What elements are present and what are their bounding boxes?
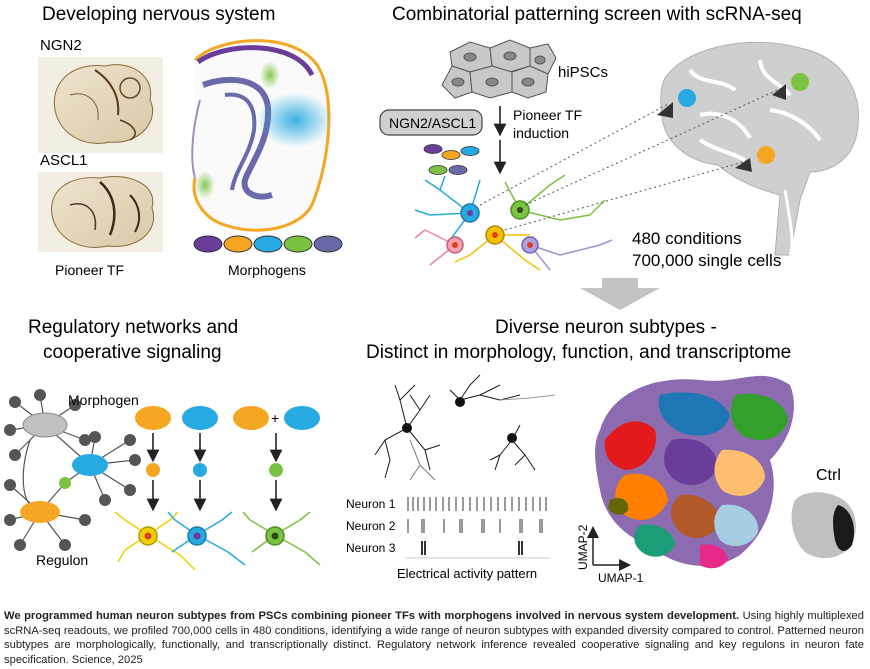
brain-dot-green: [791, 73, 809, 91]
caption-rest: Using highly multiplexed scRNA-seq reado…: [4, 610, 865, 666]
big-down-arrow: [580, 278, 660, 310]
morphogen-slate: [313, 235, 343, 253]
regulatory-network: [4, 389, 141, 551]
neuron-cluster: [414, 174, 613, 271]
morphogen-green: [283, 235, 313, 253]
soma-2: [455, 397, 465, 407]
arrowhead-2: [772, 84, 786, 100]
umap1-label: UMAP-1: [598, 571, 644, 585]
soma-1: [402, 423, 412, 433]
regulon-label: Regulon: [36, 552, 88, 568]
neuron2-label: Neuron 2: [346, 519, 396, 533]
tf-box: [379, 109, 483, 136]
morphogens-label: Morphogens: [228, 262, 306, 278]
ngn2-embryo-image: [38, 57, 163, 153]
induction-label-1: Pioneer TF: [513, 107, 582, 123]
screen-title: Combinatorial patterning screen with scR…: [392, 4, 802, 25]
regulatory-title-1: Regulatory networks and: [28, 317, 238, 338]
hipscs-label: hiPSCs: [558, 64, 608, 81]
arrowhead-1: [657, 102, 673, 118]
ascl1-label: ASCL1: [40, 152, 88, 169]
morphogen-label: Morphogen: [68, 392, 139, 408]
ascl1-embryo-image: [38, 172, 163, 252]
caption-bold: We programmed human neuron subtypes from…: [4, 610, 740, 623]
neuron3-label: Neuron 3: [346, 541, 396, 555]
umap-plot: [595, 375, 794, 569]
ngn2-label: NGN2: [40, 37, 82, 54]
morphogen-purple: [193, 235, 223, 253]
soma-3: [507, 433, 517, 443]
diverse-title-1: Diverse neuron subtypes -: [495, 317, 717, 338]
mapping-lines: [479, 87, 783, 231]
morphology-tracings: [374, 374, 556, 481]
umap2-label: UMAP-2: [576, 524, 590, 570]
brain-dot-orange: [757, 146, 775, 164]
signaling-columns: +: [135, 406, 320, 512]
induction-label-2: induction: [513, 125, 569, 141]
spike-trains: [405, 497, 550, 559]
hipsc-cells: [441, 39, 557, 99]
morphogen-legend: [193, 235, 343, 253]
developing-title: Developing nervous system: [42, 4, 275, 25]
brain-dot-blue: [678, 89, 696, 107]
pioneer-tf-label: Pioneer TF: [55, 262, 124, 278]
cells-label: 700,000 single cells: [632, 251, 781, 270]
activity-label: Electrical activity pattern: [397, 566, 537, 581]
ctrl-umap: [791, 492, 856, 559]
tf-box-label: NGN2/ASCL1: [389, 115, 476, 131]
ctrl-label: Ctrl: [816, 467, 841, 484]
plus-sign: +: [271, 410, 279, 426]
morphogen-orange: [223, 235, 253, 253]
output-neurons: [114, 511, 321, 571]
diverse-title-2: Distinct in morphology, function, and tr…: [366, 342, 791, 363]
figure-caption: We programmed human neuron subtypes from…: [4, 609, 864, 667]
neuron1-label: Neuron 1: [346, 497, 396, 511]
regulatory-title-2: cooperative signaling: [43, 342, 222, 363]
neural-tube-schematic: [191, 39, 333, 232]
conditions-label: 480 conditions: [632, 229, 742, 248]
morphogen-blue: [253, 235, 283, 253]
morphogen-pills: [423, 144, 480, 175]
arrowhead-3: [735, 158, 752, 172]
